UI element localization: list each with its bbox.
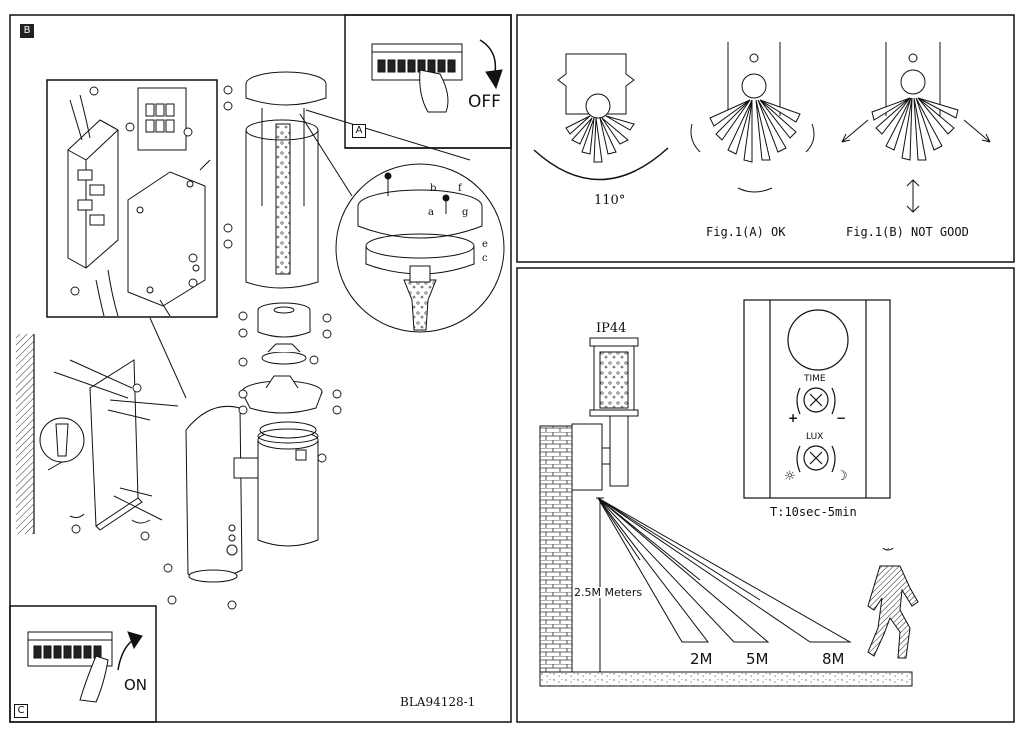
fig1b-drawing [841,42,991,213]
fig1b-caption: Fig.1(B) NOT GOOD [846,225,969,239]
sensor-angle-drawing [533,53,669,181]
height-label: 2.5M Meters [574,586,643,599]
detail-letter-e: e [482,239,488,250]
document-code: BLA94128-1 [400,695,476,709]
lamp-top-assembly [241,71,327,444]
detail-letter-a: a [428,207,434,218]
panel-a-label: A [352,124,366,138]
sun-icon: ☼ [784,469,796,484]
distance-2m: 2M [690,650,713,668]
lamp-body-drawing [185,405,319,583]
sensor-dial-drawing [743,299,891,499]
breaker-on-drawing [27,631,143,703]
ground-strip [539,671,913,687]
fig1a-drawing [690,42,815,193]
time-plus-label: + [788,411,799,425]
panel-b-label: B [20,24,34,38]
switch-on-label: ON [124,676,148,694]
wall-plate-drawing [39,359,179,531]
switch-off-label: OFF [468,92,501,112]
installed-lamp-drawing [571,337,639,491]
panel-frames [9,14,1015,723]
breaker-off-drawing [371,39,503,113]
detection-fan [596,497,852,673]
panel-c-label: C [14,704,28,718]
detail-letter-g: g [462,207,469,218]
wall-hatch [16,334,34,534]
detail-magnifier [299,109,505,333]
ip-rating-label: IP44 [596,321,627,336]
person-silhouette-icon [866,548,922,660]
lux-dial-label: LUX [806,432,824,442]
callout-markers [70,85,342,610]
time-dial-label: TIME [804,374,826,384]
detail-letter-f: f [458,183,462,194]
distance-5m: 5M [746,650,769,668]
detail-letter-c: c [482,253,488,264]
time-minus-label: − [836,411,847,425]
brick-wall [539,425,573,673]
detail-letter-b: b [430,183,437,194]
timer-range-label: T:10sec-5min [770,505,857,519]
distance-8m: 8M [822,650,845,668]
junction-box-inset [46,79,218,318]
fig1a-caption: Fig.1(A) OK [706,225,786,239]
sensor-angle-label: 110° [594,193,626,208]
moon-icon: ☽ [836,469,848,484]
